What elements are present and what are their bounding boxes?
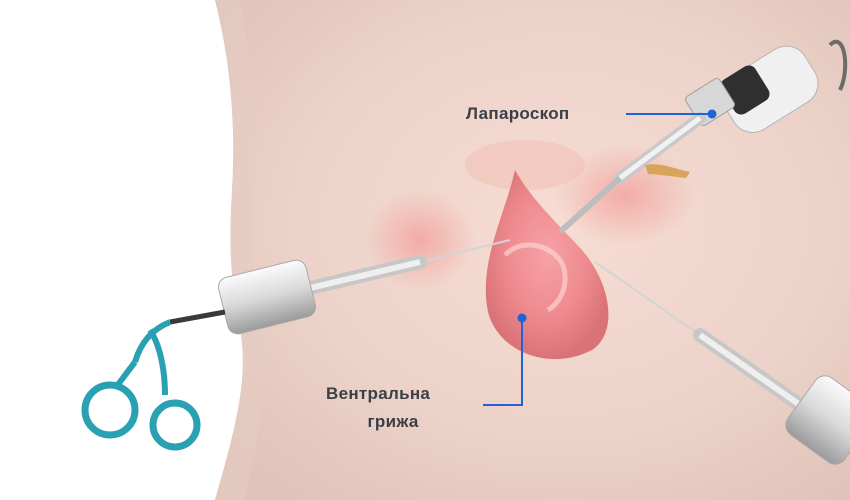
hernia-label-line1: Вентральна xyxy=(326,384,431,403)
hernia-highlight xyxy=(503,242,568,313)
hernia-pointer xyxy=(483,313,527,406)
ventral-hernia-label: Вентральна грижа xyxy=(326,382,430,434)
hernia-label-line2: грижа xyxy=(367,412,419,431)
trocar-instrument-icon xyxy=(594,261,850,465)
laparoscope-pointer xyxy=(626,109,717,119)
ventral-hernia-sac xyxy=(485,170,609,360)
grasper-instrument-icon xyxy=(81,239,511,451)
torso-shadow-left xyxy=(215,0,265,500)
incision-glow-top xyxy=(465,140,585,190)
laparoscope-instrument-icon xyxy=(557,40,848,235)
laparoscope-label: Лапароскоп xyxy=(466,104,570,123)
